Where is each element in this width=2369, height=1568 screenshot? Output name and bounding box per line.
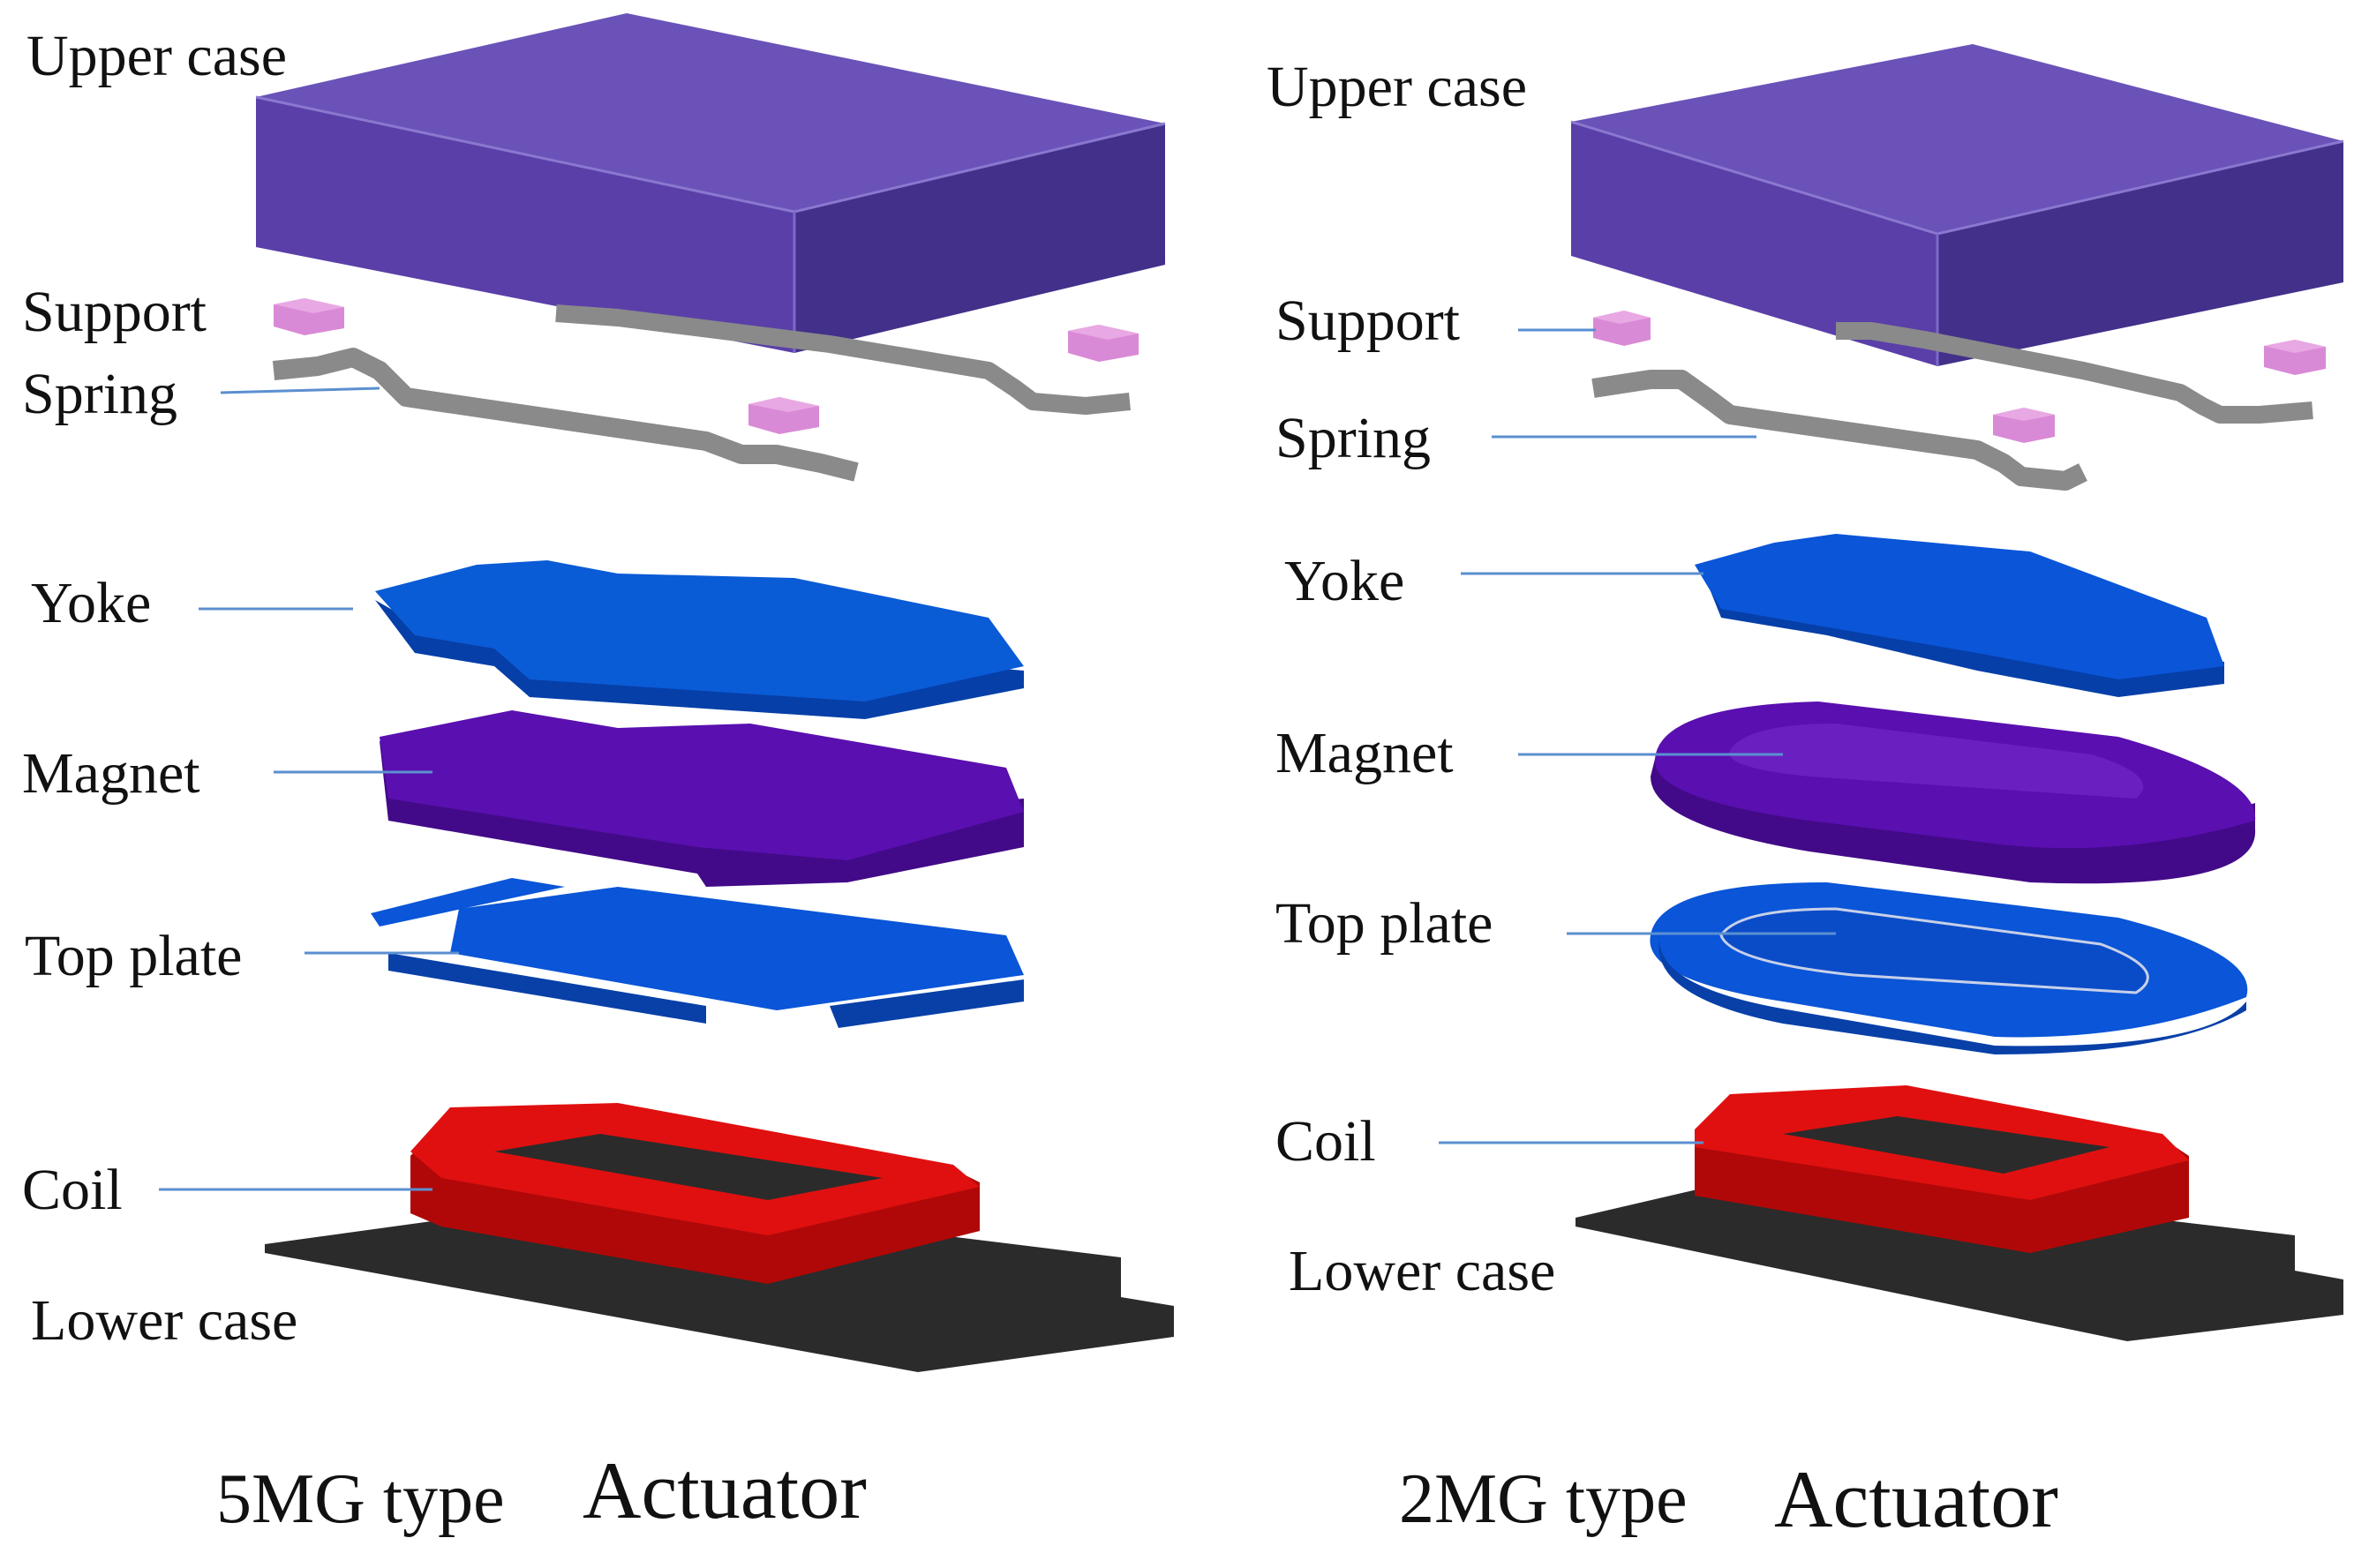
leader-lines-5mg (159, 386, 459, 1191)
yoke-part (375, 560, 1024, 719)
label-upper-case: Upper case (1267, 55, 1527, 119)
label-lower-case: Lower case (31, 1288, 297, 1353)
panel-2mg: Upper case Support Spring Yoke Magnet To… (1267, 44, 2344, 1544)
label-support: Support (1275, 289, 1460, 353)
label-support: Support (22, 280, 207, 344)
caption-type-5mg: 5MG type (216, 1460, 505, 1538)
leader-lines-2mg (1439, 328, 1836, 1144)
upper-case-part (1570, 44, 2344, 366)
lower-case-part (1576, 1174, 2343, 1341)
upper-case-part (255, 13, 1166, 353)
label-spring: Spring (1275, 406, 1431, 470)
coil-part (1695, 1085, 2189, 1253)
support-blocks (1593, 311, 2326, 443)
label-coil: Coil (1275, 1109, 1376, 1174)
magnet-part (380, 710, 1024, 887)
label-magnet: Magnet (1275, 721, 1454, 785)
top-plate-part (1650, 882, 2248, 1054)
magnet-part (1651, 701, 2256, 884)
label-yoke: Yoke (31, 571, 151, 635)
coil-part (410, 1103, 980, 1284)
spring-parts (1591, 322, 2313, 491)
support-blocks (274, 298, 1139, 434)
top-plate-part (371, 878, 1024, 1028)
caption-type-2mg: 2MG type (1399, 1460, 1688, 1538)
label-yoke: Yoke (1284, 549, 1404, 613)
label-upper-case: Upper case (26, 24, 287, 88)
lower-case-part (265, 1196, 1174, 1372)
label-magnet: Magnet (22, 741, 200, 806)
spring-parts (272, 304, 1131, 482)
panel-5mg: Upper case Support Spring Yoke Magnet To… (22, 13, 1174, 1538)
label-top-plate: Top plate (1275, 891, 1493, 956)
label-coil: Coil (22, 1158, 123, 1222)
caption-actuator-2mg: Actuator (1774, 1454, 2058, 1544)
yoke-part (1695, 534, 2224, 697)
label-lower-case: Lower case (1289, 1239, 1555, 1303)
caption-actuator-5mg: Actuator (583, 1445, 867, 1535)
label-top-plate: Top plate (25, 924, 242, 988)
label-spring: Spring (22, 362, 177, 426)
